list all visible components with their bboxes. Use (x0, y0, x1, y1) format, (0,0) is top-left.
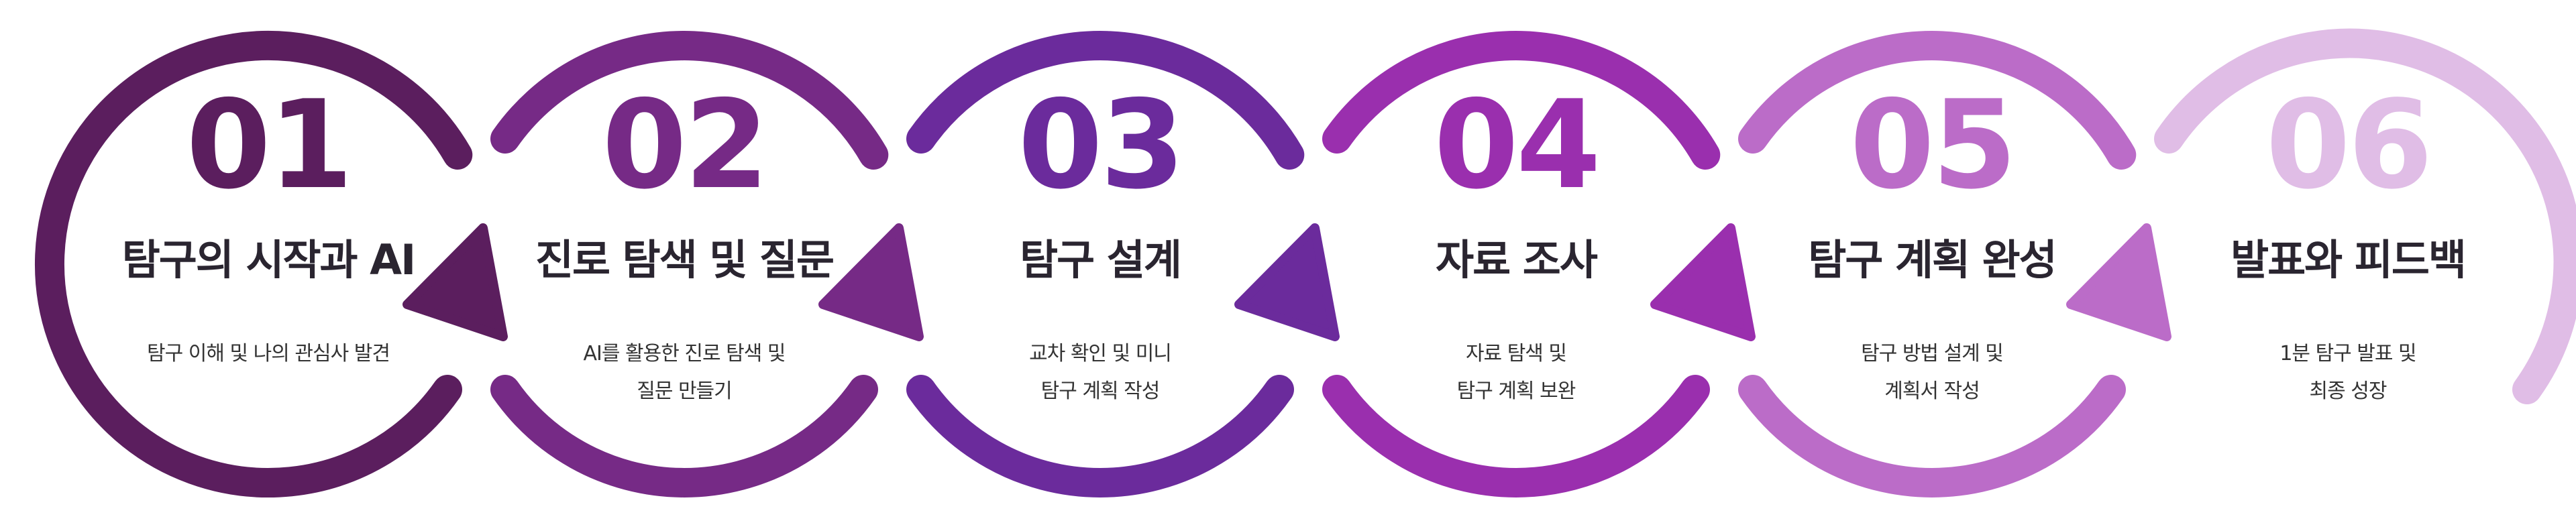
step-5: 05 탐구 계획 완성 탐구 방법 설계 및 계획서 작성 (1724, 0, 2140, 529)
step-number: 05 (1849, 74, 2017, 216)
step-title: 발표와 피드백 (2231, 235, 2467, 284)
step-number: 06 (2265, 74, 2432, 216)
description-line: 자료 탐색 및 (1465, 342, 1567, 365)
step-6: 06 발표와 피드백 1분 탐구 발표 및 최종 성장 (2140, 0, 2556, 529)
step-description: 1분 탐구 발표 및 최종 성장 (2167, 335, 2529, 410)
description-line: 교차 확인 및 미니 (1029, 342, 1172, 365)
arrowhead-icon (1650, 223, 1756, 341)
description-line: AI를 활용한 진로 탐색 및 (583, 342, 786, 365)
arrowhead-icon (2066, 223, 2171, 341)
cycle-arc (2154, 28, 2576, 404)
cycle-arc-lower (490, 375, 878, 497)
step-number: 04 (1434, 74, 1601, 216)
step-title: 탐구의 시작과 AI (121, 235, 416, 284)
step-1: 01 탐구의 시작과 AI 탐구 이해 및 나의 관심사 발견 (60, 0, 476, 529)
description-line: 계획서 작성 (1884, 379, 1980, 403)
description-line: 탐구 계획 보완 (1456, 379, 1576, 403)
step-title: 자료 조사 (1436, 235, 1598, 284)
step-description: 탐구 이해 및 나의 관심사 발견 (87, 335, 449, 373)
arrowhead-icon (818, 223, 924, 341)
cycle-arc-lower (1738, 375, 2126, 497)
step-number: 03 (1018, 74, 1185, 216)
step-description: 교차 확인 및 미니 탐구 계획 작성 (919, 335, 1281, 410)
cycle-arc-upper (490, 31, 889, 170)
description-line: 탐구 방법 설계 및 (1861, 342, 2004, 365)
step-3: 03 탐구 설계 교차 확인 및 미니 탐구 계획 작성 (892, 0, 1308, 529)
cycle-arc-upper (906, 31, 1305, 170)
description-line: 탐구 이해 및 나의 관심사 발견 (147, 342, 390, 365)
step-number: 02 (602, 74, 769, 216)
step-description: 탐구 방법 설계 및 계획서 작성 (1751, 335, 2113, 410)
description-line: 1분 탐구 발표 및 (2279, 342, 2416, 365)
step-title: 탐구 계획 완성 (1808, 235, 2057, 284)
cycle-arc-lower (1322, 375, 1710, 497)
arrowhead-icon (1234, 223, 1340, 341)
arrowhead-icon (402, 223, 508, 341)
cycle-arc-upper (1738, 31, 2137, 170)
step-title: 탐구 설계 (1020, 235, 1182, 284)
description-line: 질문 만들기 (637, 379, 733, 403)
cycle-arc-upper (1322, 31, 1721, 170)
step-description: 자료 탐색 및 탐구 계획 보완 (1335, 335, 1697, 410)
cycle-arc-lower (906, 375, 1294, 497)
step-2: 02 진로 탐색 및 질문 AI를 활용한 진로 탐색 및 질문 만들기 (476, 0, 892, 529)
step-4: 04 자료 조사 자료 탐색 및 탐구 계획 보완 (1308, 0, 1724, 529)
step-title: 진로 탐색 및 질문 (535, 235, 835, 284)
description-line: 탐구 계획 작성 (1040, 379, 1161, 403)
description-line: 최종 성장 (2309, 379, 2387, 403)
cycle-arc (34, 31, 473, 497)
step-number: 01 (186, 74, 353, 216)
step-description: AI를 활용한 진로 탐색 및 질문 만들기 (503, 335, 865, 410)
